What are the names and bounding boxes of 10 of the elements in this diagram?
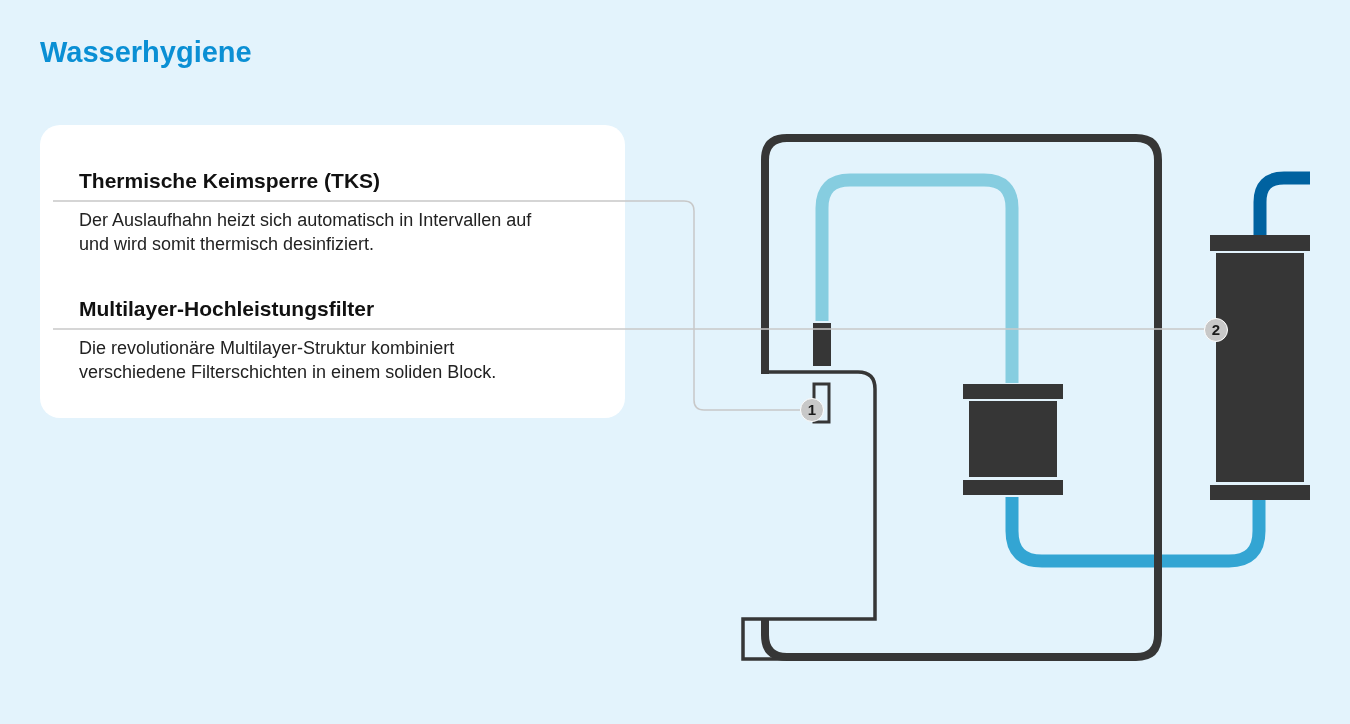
title: Wasserhygiene xyxy=(40,35,252,70)
callout-number: 2 xyxy=(1204,318,1228,342)
leader-line xyxy=(52,200,801,411)
callout-number: 1 xyxy=(800,398,824,422)
info-card xyxy=(40,125,625,418)
section-heading: Multilayer-Hochleistungsfilter xyxy=(79,296,375,322)
leader-line xyxy=(52,328,1205,330)
description-text: Der Auslaufhahn heizt sich automatisch in Intervallen auf und wird somit thermisch desinfiziert. xyxy=(79,209,533,256)
description-text: Die revolutionäre Multilayer-Struktur kombiniert verschiedene Filterschichten in einem soliden Block. xyxy=(79,337,498,384)
section-heading: Thermische Keimsperre (TKS) xyxy=(79,168,381,194)
